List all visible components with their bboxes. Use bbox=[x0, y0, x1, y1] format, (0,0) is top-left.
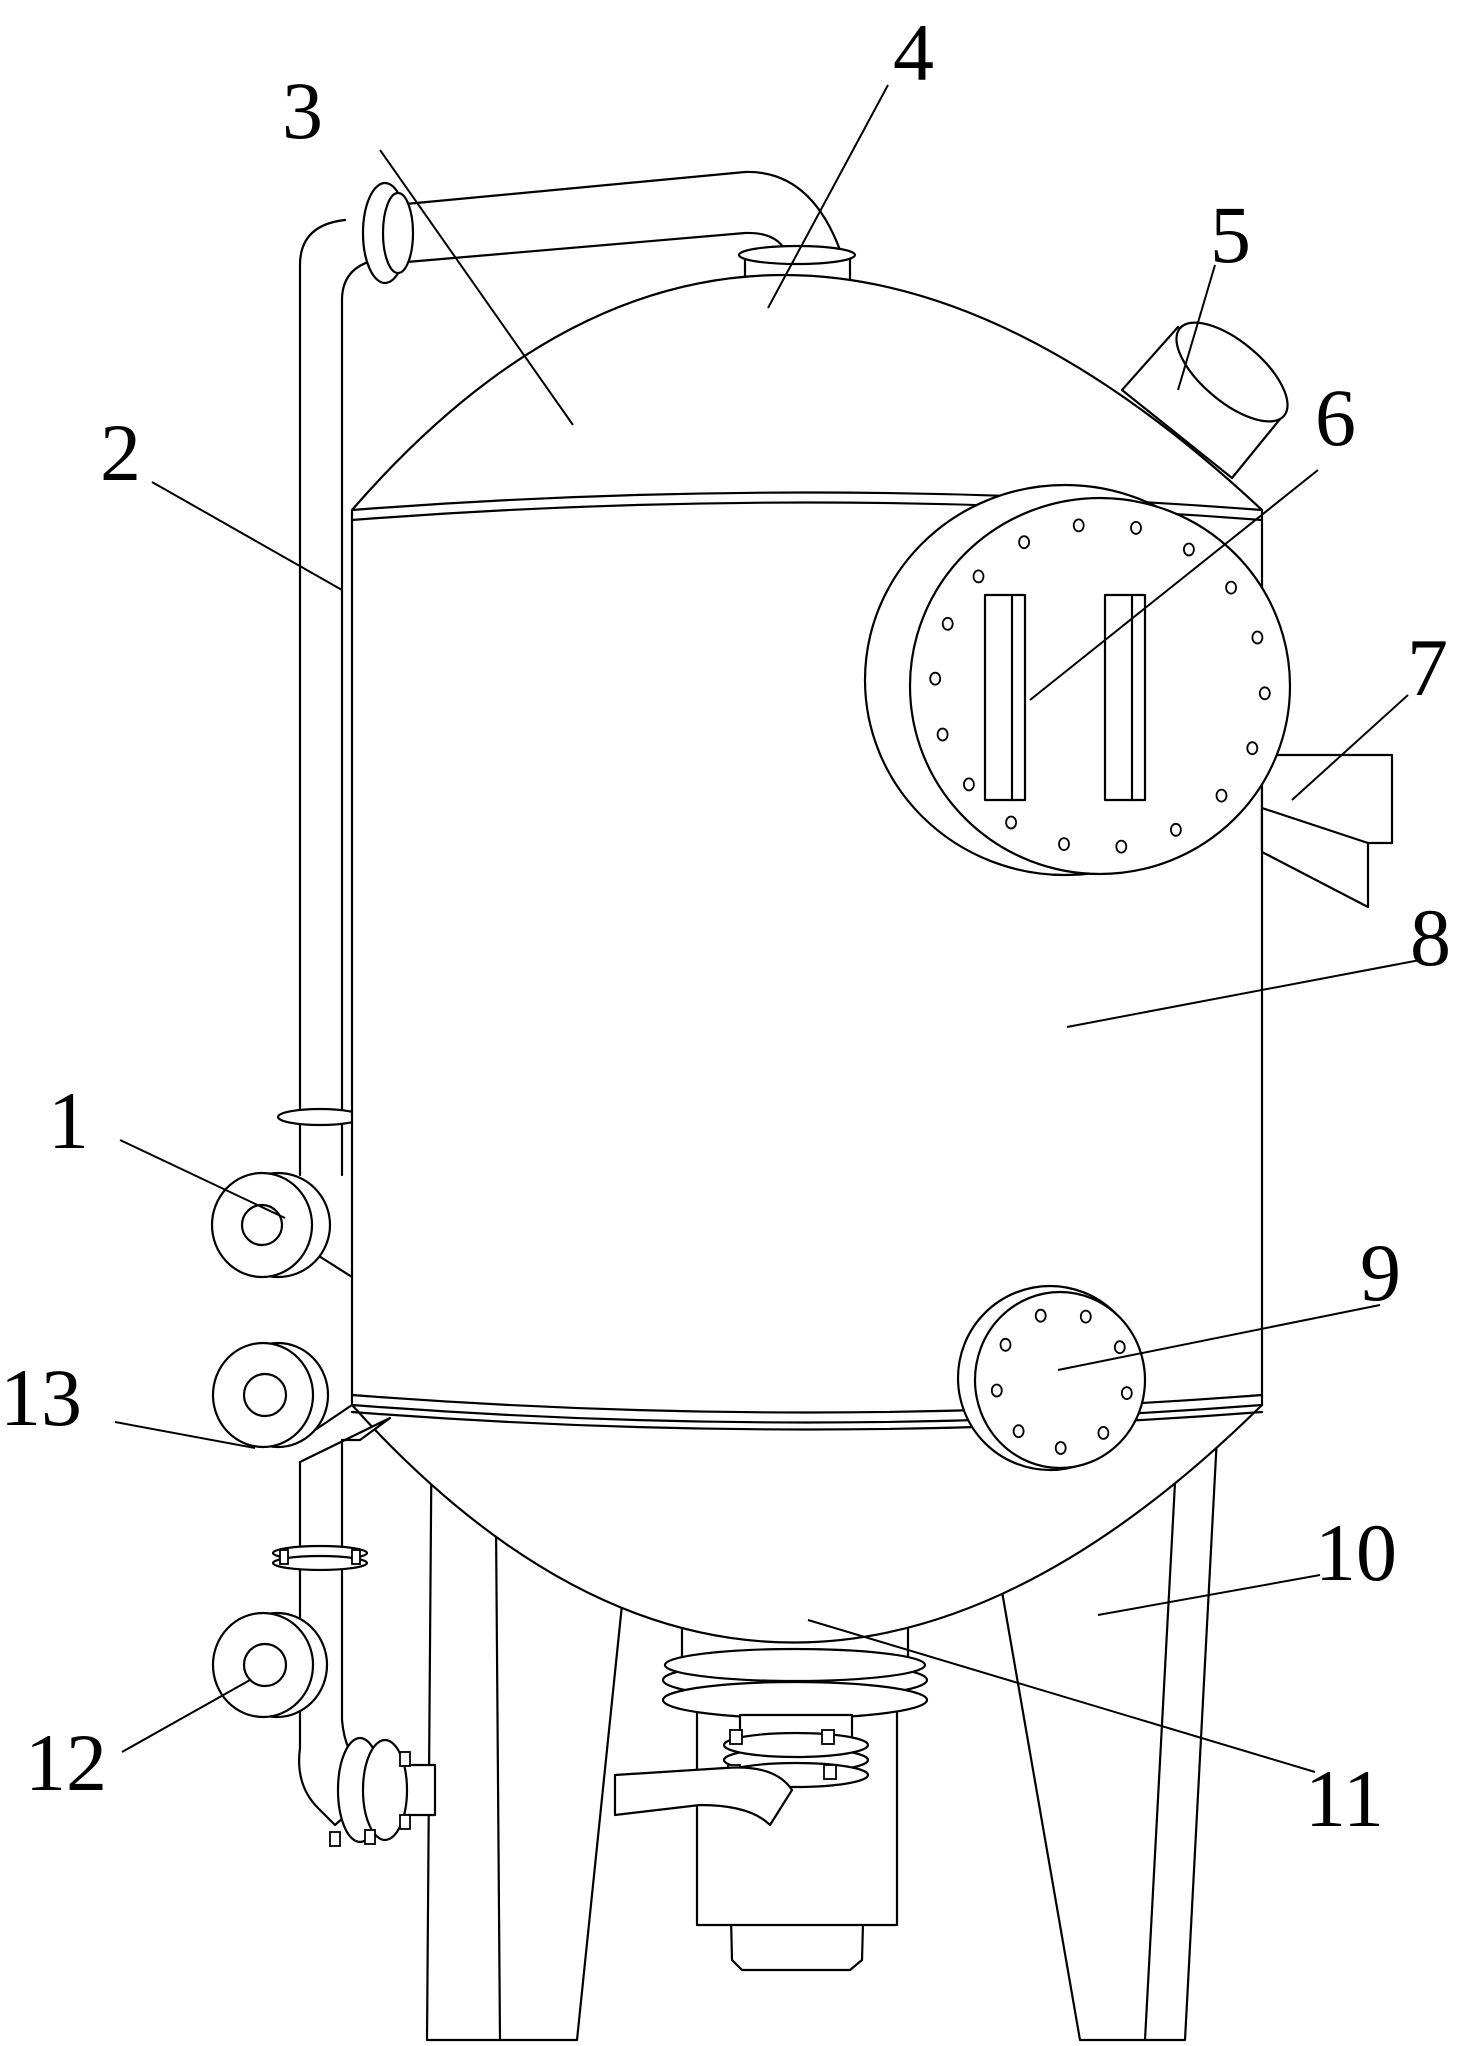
port-12 bbox=[211, 1611, 329, 1719]
label-4: 4 bbox=[893, 7, 934, 98]
label-2: 2 bbox=[100, 407, 141, 498]
bolt-hole bbox=[1225, 580, 1237, 595]
bolt-hole bbox=[1005, 815, 1017, 830]
bolt-hole bbox=[1215, 788, 1228, 803]
bolt-hole bbox=[1097, 1426, 1110, 1440]
leader-lines bbox=[114, 84, 1421, 1773]
lower-flange bbox=[956, 1284, 1147, 1472]
callout-labels: 1 2 3 4 5 6 7 8 9 10 11 12 13 bbox=[0, 7, 1451, 1844]
bolt-hole bbox=[936, 727, 949, 742]
label-3: 3 bbox=[282, 65, 323, 156]
bolt-hole bbox=[1012, 1424, 1025, 1439]
label-1: 1 bbox=[48, 1075, 89, 1166]
bottom-outlet bbox=[613, 1588, 929, 1972]
top-dome bbox=[350, 274, 1264, 512]
port-1 bbox=[210, 1171, 354, 1279]
label-9: 9 bbox=[1360, 1227, 1401, 1318]
bolt-hole bbox=[929, 671, 942, 686]
port-13 bbox=[211, 1341, 330, 1449]
bolt-hole bbox=[963, 777, 975, 792]
bolt-hole bbox=[1251, 630, 1264, 645]
label-13: 13 bbox=[0, 1352, 82, 1443]
bolt-hole bbox=[972, 569, 985, 584]
bolt-hole bbox=[1258, 686, 1271, 701]
bolt-hole bbox=[1246, 741, 1259, 756]
bolt-hole bbox=[1034, 1308, 1047, 1323]
label-5: 5 bbox=[1210, 189, 1251, 280]
bolt-hole bbox=[1115, 839, 1128, 854]
top-pipe bbox=[361, 170, 857, 317]
lower-left-piping bbox=[271, 1403, 437, 1847]
side-outlet bbox=[1260, 753, 1394, 909]
bolt-hole bbox=[1120, 1386, 1133, 1400]
manhole-cover bbox=[863, 483, 1292, 877]
bolt-hole bbox=[990, 1383, 1003, 1398]
bolt-hole bbox=[1170, 822, 1182, 837]
bolt-hole bbox=[1018, 535, 1030, 550]
label-6: 6 bbox=[1315, 372, 1356, 463]
bolt-hole bbox=[1072, 518, 1085, 533]
bolt-hole bbox=[999, 1337, 1012, 1352]
bolt-hole bbox=[1079, 1309, 1092, 1324]
label-12: 12 bbox=[25, 1717, 107, 1808]
bolt-hole bbox=[941, 616, 954, 631]
label-11: 11 bbox=[1305, 1753, 1384, 1844]
bolt-hole bbox=[1183, 542, 1195, 557]
bolt-hole bbox=[1113, 1340, 1126, 1355]
label-8: 8 bbox=[1410, 892, 1451, 983]
bolt-hole bbox=[1054, 1441, 1067, 1455]
vent-nozzle bbox=[1120, 321, 1289, 480]
label-7: 7 bbox=[1407, 622, 1448, 713]
bolt-hole bbox=[1058, 837, 1070, 851]
label-10: 10 bbox=[1315, 1507, 1397, 1598]
bolt-hole bbox=[1130, 521, 1142, 535]
